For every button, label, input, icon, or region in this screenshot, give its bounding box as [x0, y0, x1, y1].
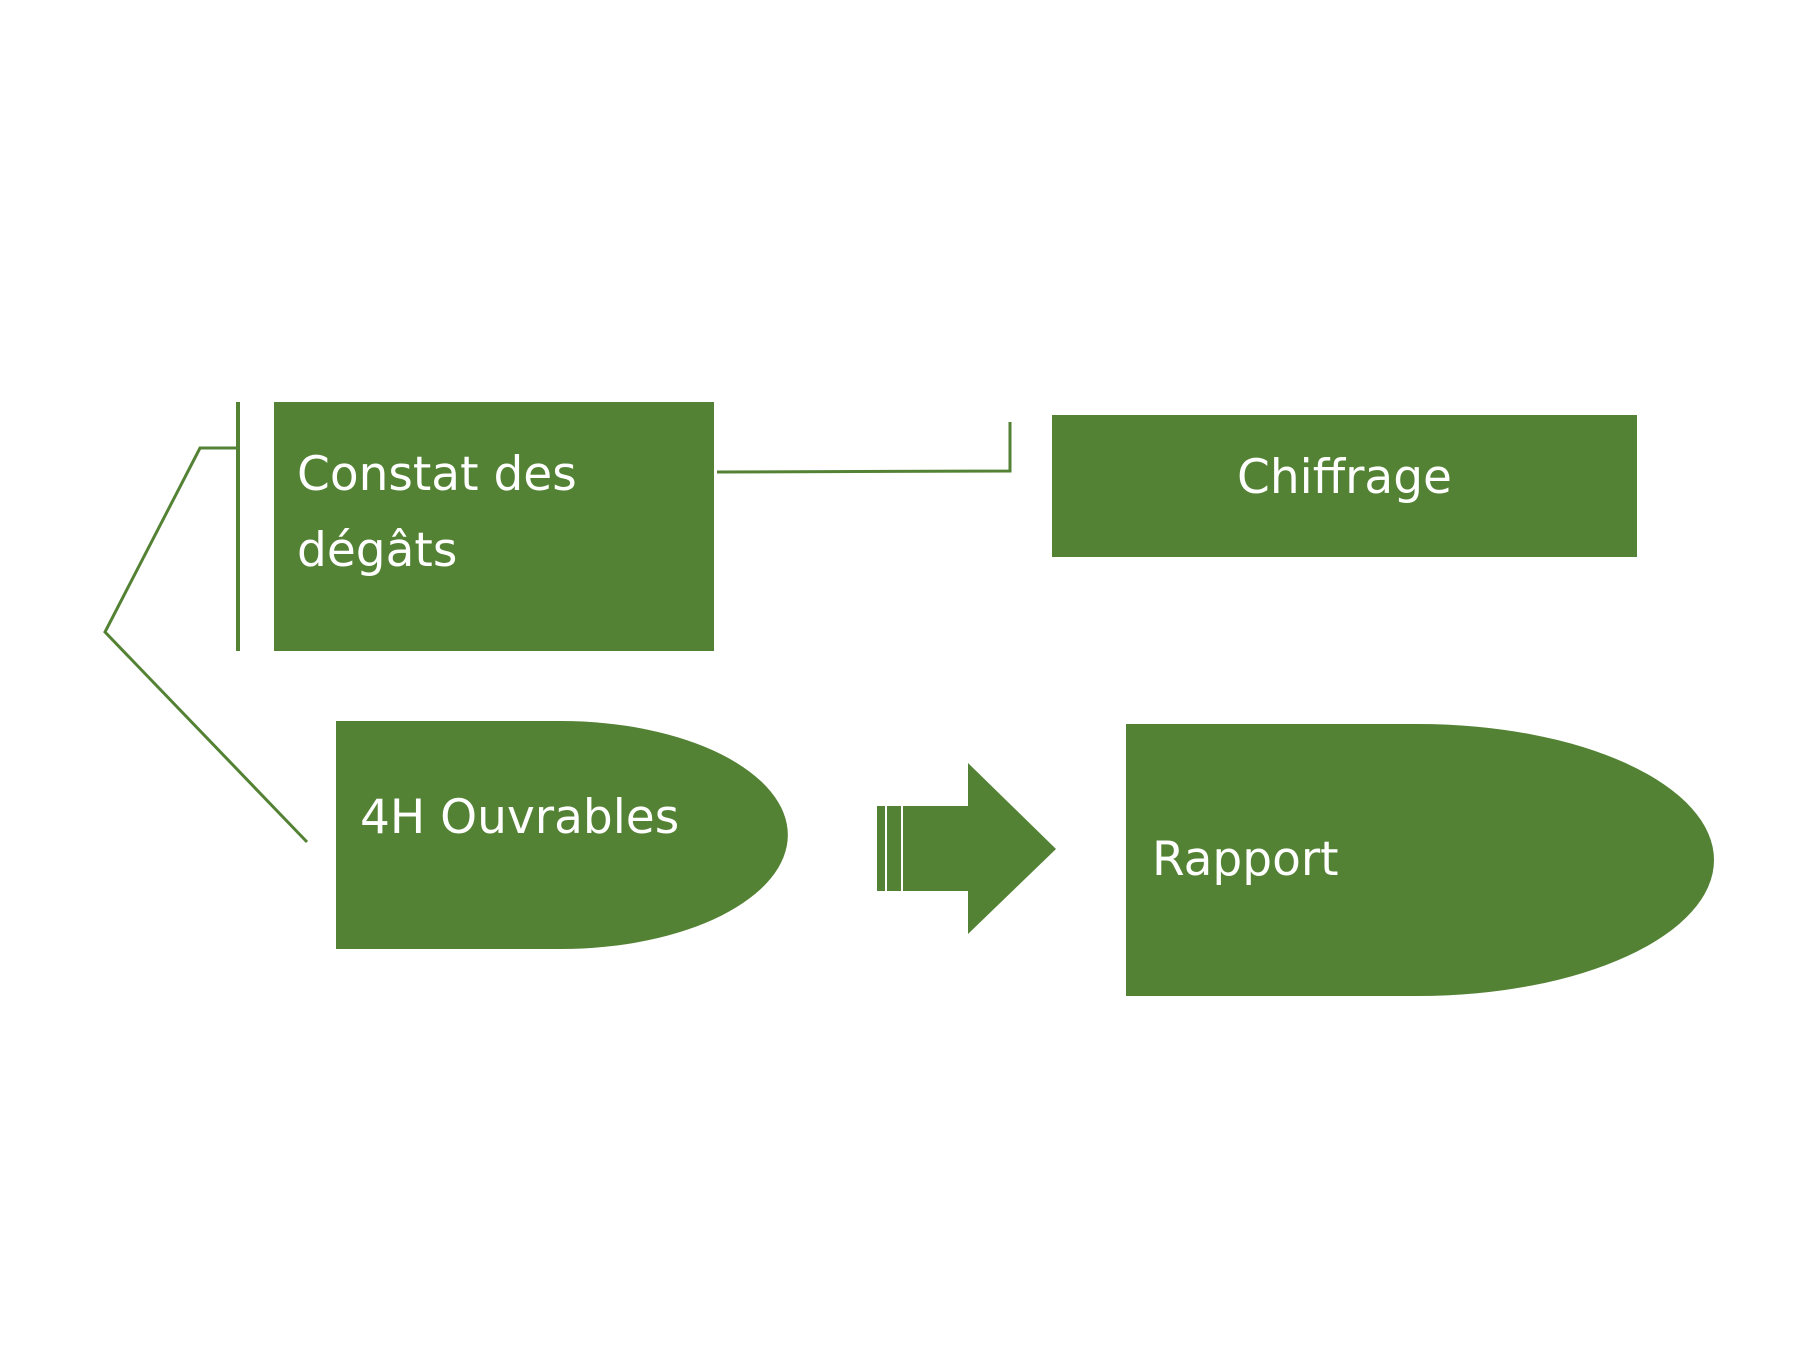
chiffrage-label: Chiffrage [1237, 450, 1452, 505]
constat-label-line1: Constat des [297, 447, 577, 502]
rapport-label: Rapport [1152, 832, 1339, 887]
bracket-connector [103, 446, 309, 844]
constat-label-line2: dégâts [297, 523, 458, 578]
constat-des-degats-box [274, 402, 714, 651]
connector-constat-to-chiffrage [716, 422, 1012, 474]
rapport-shape [1126, 724, 1714, 996]
right-block-arrow-icon [877, 763, 1056, 934]
chiffrage-box [1052, 415, 1637, 557]
constat-label: Constat des dégâts [297, 437, 577, 589]
4h-ouvrables-shape [336, 721, 788, 949]
4h-ouvrables-label: 4H Ouvrables [360, 790, 680, 845]
